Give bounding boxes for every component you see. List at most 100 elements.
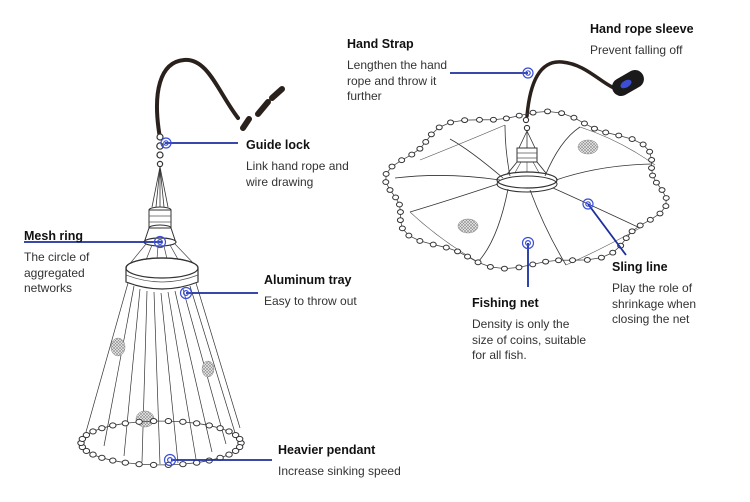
chain-bead [416, 238, 424, 244]
chain-bead [500, 265, 508, 272]
chain-bead [78, 435, 87, 443]
chain-bead [388, 163, 396, 170]
chain-bead [583, 256, 591, 263]
chain-bead [392, 194, 400, 201]
chain-bead [515, 112, 523, 119]
chain-bead [149, 418, 158, 425]
chain-bead [382, 179, 390, 185]
chain-bead [646, 216, 654, 223]
chain-bead [515, 264, 523, 271]
chain-bead [149, 461, 158, 468]
chain-bead [464, 253, 472, 260]
chain-bead [121, 420, 130, 427]
chain-bead [121, 459, 130, 466]
chain-bead [622, 235, 630, 241]
chain-bead [164, 418, 173, 425]
label-desc: Lengthen the hand rope and throw it furt… [347, 58, 448, 103]
chain-bead [656, 210, 664, 217]
chain-bead [648, 156, 656, 163]
chain-bead [192, 459, 201, 466]
chain-bead [569, 257, 577, 264]
chain-bead [602, 129, 610, 136]
chain-bead [628, 136, 636, 142]
label-title: Guide lock [246, 138, 310, 152]
chain-bead [652, 179, 660, 186]
marker-hand-strap [522, 67, 534, 79]
chain-bead [580, 120, 588, 127]
chain-bead [408, 151, 416, 158]
marker-aluminum-tray [179, 286, 193, 300]
chain-bead [398, 225, 406, 232]
leader-lines [24, 72, 627, 461]
label-title: Heavier pendant [278, 443, 376, 457]
chain-bead [179, 418, 187, 425]
label-title: Fishing net [472, 296, 539, 310]
chain-bead [461, 117, 469, 124]
chain-bead [98, 454, 106, 461]
chain-bead [597, 254, 605, 261]
label-title: Mesh ring [24, 229, 84, 243]
chain-bead [231, 431, 240, 439]
chain-bead [609, 249, 617, 256]
chain-bead [396, 217, 404, 224]
chain-bead [558, 110, 566, 117]
label-desc: Density is only the size of coins, suita… [472, 317, 587, 362]
left-hand-rope [155, 57, 240, 140]
label-mesh-ring: Mesh ring The circle of aggregated netwo… [24, 229, 116, 297]
label-desc: Increase sinking speed [278, 464, 401, 478]
chain-bead [405, 232, 413, 239]
chain-bead [658, 187, 666, 193]
label-desc: Prevent falling off [590, 43, 683, 57]
open-cast-net [382, 60, 670, 272]
left-rope-end-segment [269, 86, 285, 101]
label-desc: Link hand rope and wire drawing [246, 159, 349, 189]
chain-bead [225, 428, 233, 435]
chain-bead [135, 461, 143, 468]
left-rope-end-segment [255, 99, 271, 117]
chain-bead [628, 228, 636, 235]
rim-chain [382, 108, 670, 272]
chain-bead [82, 447, 91, 455]
callout-markers [153, 67, 594, 467]
chain-bead [648, 165, 656, 171]
label-sling-line: Sling line Play the role of shrinkage wh… [612, 260, 716, 328]
chain-bead [225, 451, 233, 458]
chain-bead [529, 261, 537, 268]
pendant-chain [77, 418, 245, 468]
chain-bead [649, 172, 657, 179]
chain-bead [502, 115, 510, 122]
chain-bead [98, 425, 106, 432]
chain-bead [396, 209, 404, 215]
chain-bead [395, 201, 403, 208]
chain-bead [486, 263, 494, 270]
label-hand-strap: Hand Strap Lengthen the hand rope and th… [347, 37, 465, 105]
chain-bead [529, 109, 537, 116]
marker-heavier-pendant [163, 453, 177, 467]
chain-bead [89, 451, 97, 458]
chain-bead [475, 116, 483, 123]
chain-bead [646, 148, 654, 155]
chain-bead [474, 259, 482, 266]
chain-bead [662, 195, 670, 201]
chain-bead [82, 431, 91, 439]
label-desc: Play the role of shrinkage when closing … [612, 281, 697, 326]
label-title: Hand Strap [347, 37, 414, 51]
chain-bead [435, 124, 443, 131]
label-desc: Easy to throw out [264, 294, 357, 308]
label-title: Hand rope sleeve [590, 22, 694, 36]
chain-bead [192, 420, 201, 427]
chain-bead [636, 222, 644, 229]
label-title: Sling line [612, 260, 668, 274]
chain-bead [454, 248, 462, 255]
label-heavier-pendant: Heavier pendant Increase sinking speed [278, 443, 438, 480]
label-desc: The circle of aggregated networks [24, 250, 90, 295]
chain-bead [179, 461, 187, 468]
chain-bead [109, 422, 117, 429]
label-fishing-net: Fishing net Density is only the size of … [472, 296, 590, 364]
chain-bead [662, 203, 670, 209]
chain-bead [544, 108, 552, 115]
chain-bead [89, 428, 97, 435]
chain-bead [447, 119, 455, 126]
left-rope-end-segment [240, 116, 252, 131]
